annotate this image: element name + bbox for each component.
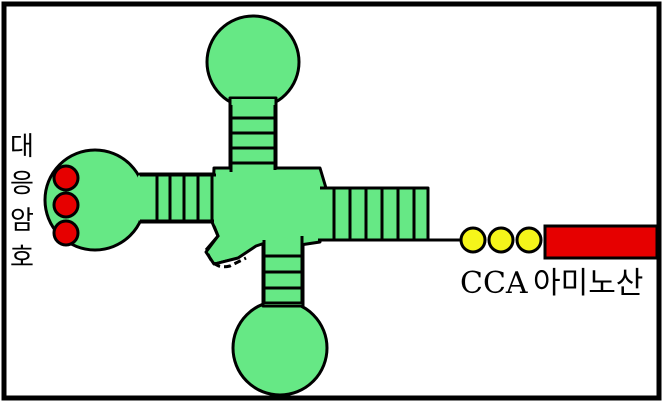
anticodon-char: 호 bbox=[10, 243, 34, 273]
variable-loop-dashes bbox=[206, 253, 247, 269]
anticodon-char: 암 bbox=[10, 206, 34, 236]
cca-label: CCA bbox=[460, 266, 528, 301]
cca-base bbox=[515, 226, 543, 254]
base-pair-rungs bbox=[155, 116, 416, 305]
anticodon-label: 대 응 암 호 bbox=[10, 132, 34, 273]
anticodon-char: 응 bbox=[10, 169, 34, 199]
cca-bases bbox=[459, 226, 543, 254]
cca-base bbox=[487, 226, 515, 254]
stem-outlines bbox=[140, 105, 430, 303]
amino-acid-block bbox=[543, 224, 659, 260]
anticodon-base bbox=[52, 164, 80, 192]
amino-acid-label: 아미노산 bbox=[533, 266, 643, 301]
top-loop bbox=[205, 14, 301, 110]
anticodon-base bbox=[52, 191, 80, 219]
anticodon-base bbox=[52, 219, 80, 247]
anticodon-char: 대 bbox=[10, 132, 34, 162]
bottom-loop bbox=[231, 299, 329, 397]
anticodon-bases bbox=[52, 164, 80, 247]
cca-base bbox=[459, 226, 487, 254]
